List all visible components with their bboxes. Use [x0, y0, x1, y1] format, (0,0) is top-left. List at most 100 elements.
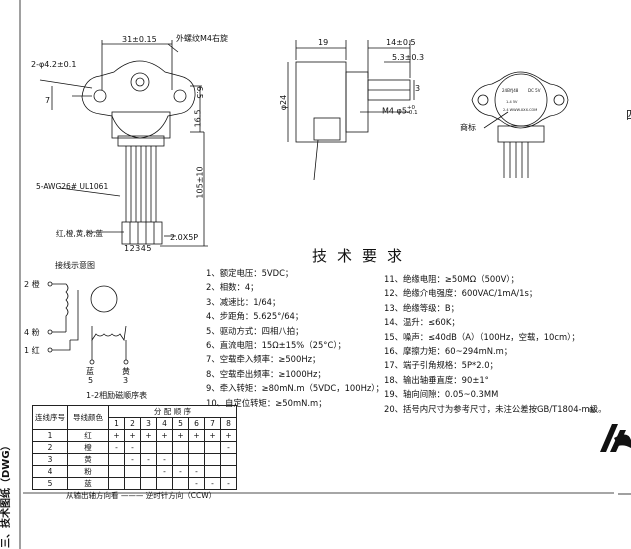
- step-header: 4: [156, 417, 173, 430]
- sticker-model: 24BYJ48: [502, 88, 519, 93]
- dim-16-5: 16.5: [193, 109, 203, 128]
- dim-3: 3: [415, 84, 421, 93]
- row-no: 1: [32, 429, 68, 442]
- dim-14: 14±0.5: [386, 38, 416, 47]
- wiring-pin-yellow: 黄: [122, 367, 130, 376]
- sequence-cell: [108, 453, 125, 466]
- tech-req-item: 19、轴向间隙：0.05~0.3MM: [384, 389, 499, 400]
- sticker-dc: DC 5V: [528, 88, 541, 93]
- sticker-line2: 1-4 5V: [506, 100, 518, 104]
- sequence-cell: [140, 477, 157, 490]
- tech-req-title: 技术要求: [312, 247, 413, 265]
- hole-label: 2-φ4.2±0.1: [31, 60, 77, 69]
- sequence-cell: [204, 453, 221, 466]
- brand-logo: [600, 424, 631, 452]
- tech-req-item: 11、绝缘电阻：≥50MΩ（500V）；: [384, 274, 519, 284]
- front-view-motor: [39, 40, 208, 247]
- sequence-cell: [220, 465, 237, 478]
- tech-req-item: 20、括号内尺寸为参考尺寸，未注公差按GB/T1804-m级。: [384, 403, 607, 414]
- tech-req-item: 1、额定电压：5VDC；: [206, 268, 294, 278]
- wiring-label-red: 1 红: [24, 346, 40, 355]
- wiring-diagram: [47, 281, 129, 365]
- row-no: 5: [32, 477, 68, 490]
- sequence-cell: -: [108, 441, 125, 454]
- step-header: 7: [204, 417, 221, 430]
- wire-label: 5-AWG26# UL1061: [36, 182, 109, 191]
- right-clipped-column: 四: [626, 100, 631, 130]
- sequence-cell: [172, 477, 189, 490]
- tech-req-item: 18、输出轴垂直度：90±1°: [384, 374, 489, 385]
- tech-req-item: 13、绝缘等级：B；: [384, 302, 460, 313]
- sequence-cell: [172, 441, 189, 454]
- dim-width-31: 31±0.15: [122, 35, 157, 44]
- sequence-cell: -: [124, 453, 141, 466]
- trademark-callout: 商标: [460, 123, 476, 132]
- wiring-pin-5: 5: [88, 376, 94, 385]
- row-color: 粉: [67, 465, 109, 478]
- tech-req-item: 17、端子引角规格：5P*2.0；: [384, 360, 498, 371]
- sequence-cell: -: [204, 477, 221, 490]
- pin-numbers: 12345: [124, 244, 152, 253]
- registered-mark: ®: [588, 406, 596, 415]
- sequence-cell: +: [188, 429, 205, 442]
- wiring-label-orange: 2 橙: [24, 280, 40, 289]
- sequence-cell: [124, 465, 141, 478]
- step-header: 6: [188, 417, 205, 430]
- row-no: 3: [32, 453, 68, 466]
- sequence-cell: +: [172, 429, 189, 442]
- sequence-cell: -: [140, 453, 157, 466]
- wiring-title: 接线示意图: [55, 261, 95, 270]
- dim-7: 7: [45, 96, 51, 105]
- shaft-label: M4 φ5+0-0.1: [382, 105, 418, 116]
- sequence-cell: [188, 441, 205, 454]
- sequence-cell: [108, 465, 125, 478]
- tech-req-item: 12、绝缘介电强度：600VAC/1mA/1s；: [384, 288, 538, 299]
- row-color: 红: [67, 429, 109, 442]
- sequence-cell: [172, 453, 189, 466]
- connector-label: 2.0X5P: [170, 233, 199, 242]
- row-color: 蓝: [67, 477, 109, 490]
- dim-6-5: 6.5: [194, 86, 204, 99]
- tech-req-item: 3、减速比：1/64；: [206, 296, 281, 307]
- sequence-cell: [140, 441, 157, 454]
- table-header-row: 连线序号 导线颜色 分 配 顺 序: [32, 405, 237, 430]
- sequence-table-title: 1-2相励磁顺序表: [86, 391, 148, 400]
- row-color: 橙: [67, 441, 109, 454]
- header-dist: 分 配 顺 序: [108, 405, 237, 418]
- wiring-label-pink: 4 粉: [24, 328, 40, 337]
- row-no: 2: [32, 441, 68, 454]
- sequence-cell: [140, 465, 157, 478]
- tech-req-item: 10、自定位转矩：≥50mN.m；: [206, 397, 327, 408]
- sequence-cell: +: [108, 429, 125, 442]
- label-view-motor: [471, 71, 569, 178]
- step-header: 2: [124, 417, 141, 430]
- dim-105: 105±10: [195, 166, 205, 199]
- thread-label: 外螺纹M4右旋: [176, 34, 228, 43]
- tech-req-item: 2、相数：4；: [206, 282, 259, 293]
- step-header: 3: [140, 417, 157, 430]
- section-title: 三、技术图纸（DWG）: [1, 440, 12, 548]
- table-footer: 从输出轴方向看 ——— 逆时针方向（CCW）: [66, 491, 217, 500]
- sequence-cell: -: [188, 465, 205, 478]
- tech-req-right-list: 11、绝缘电阻：≥50MΩ（500V）； 12、绝缘介电强度：600VAC/1m…: [384, 272, 606, 416]
- sequence-cell: [124, 477, 141, 490]
- tech-req-item: 8、空载牵出频率：≥1000Hz；: [206, 368, 326, 379]
- tech-req-item: 9、牵入转矩：≥80mN.m（5VDC，100Hz）；: [206, 383, 384, 394]
- wiring-pin-3: 3: [123, 376, 129, 385]
- row-color: 黄: [67, 453, 109, 466]
- tech-req-item: 6、直流电阻：15Ω±15%（25°C）；: [206, 340, 346, 351]
- tech-req-item: 16、摩擦力矩：60~294mN.m；: [384, 346, 513, 357]
- sequence-cell: -: [220, 441, 237, 454]
- sequence-cell: -: [188, 477, 205, 490]
- step-header: 8: [220, 417, 237, 430]
- sequence-cell: +: [156, 429, 173, 442]
- sequence-cell: -: [124, 441, 141, 454]
- row-no: 4: [32, 465, 68, 478]
